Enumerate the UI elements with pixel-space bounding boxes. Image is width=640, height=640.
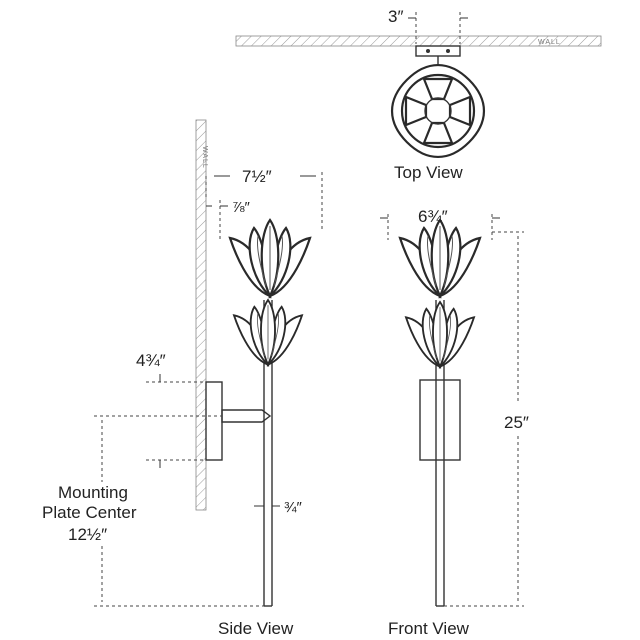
mounting-label-line1: Mounting [58, 483, 128, 502]
screw-icon [426, 49, 430, 53]
front-backplate [419, 379, 461, 461]
front-upper-flower [398, 218, 482, 298]
side-wall-hatch [195, 119, 207, 511]
top-rosette [391, 64, 485, 158]
wall-label-side: WALL [201, 146, 208, 169]
side-view: WALL 7½″ ⅞″ 4¾″ Mounting Plate Cent [42, 119, 323, 638]
side-arm [221, 409, 272, 423]
front-width-label: 6¾″ [418, 207, 448, 226]
side-view-label: Side View [218, 619, 294, 638]
plate-height-label: 4¾″ [136, 351, 166, 370]
screw-icon [446, 49, 450, 53]
wall-label-top: WALL [538, 39, 561, 46]
mounting-value-label: 12½″ [68, 525, 107, 544]
side-depth-label: ⅞″ [232, 199, 251, 216]
mounting-label-line2: Plate Center [42, 503, 137, 522]
side-width-label: 7½″ [242, 167, 272, 186]
front-view-label: Front View [388, 619, 470, 638]
top-plate [415, 45, 461, 57]
front-view: 6¾″ 25″ Front View [380, 207, 529, 638]
top-view-label: Top View [394, 163, 463, 182]
front-lower-flower [405, 301, 475, 368]
side-lower-flower [233, 299, 303, 366]
side-upper-flower [228, 218, 312, 298]
top-width-label: 3″ [388, 7, 403, 26]
side-backplate [205, 381, 223, 461]
stem-width-label: ¾″ [284, 499, 303, 516]
total-height-label: 25″ [504, 413, 529, 432]
top-view: WALL 3″ Top View [235, 7, 602, 182]
